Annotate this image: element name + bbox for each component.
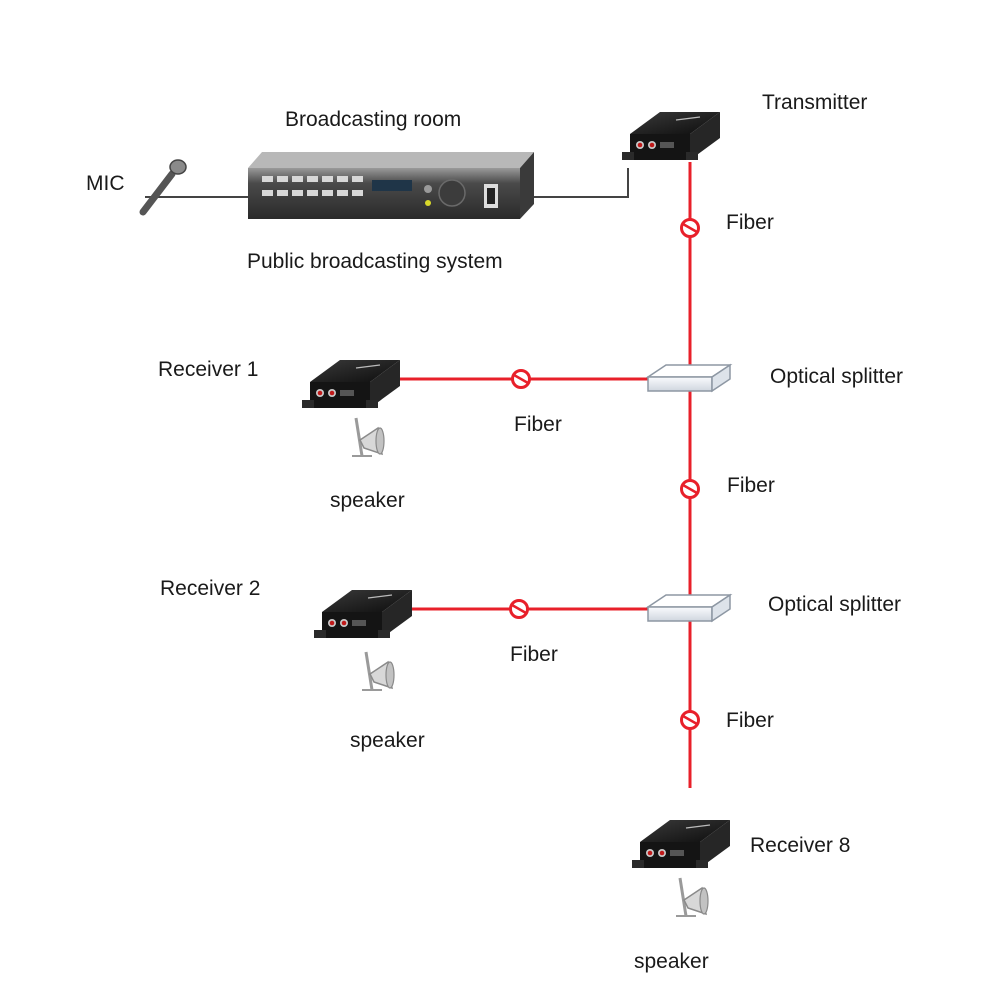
fiber-label-bottom: Fiber <box>726 709 774 732</box>
fiber-connector-icon <box>511 369 531 389</box>
speaker-2-label: speaker <box>350 729 425 752</box>
fiber-label-mid: Fiber <box>727 474 775 497</box>
optical-splitter-1-label: Optical splitter <box>770 365 903 388</box>
optical-splitter-icon <box>647 364 731 392</box>
broadcasting-room-label: Broadcasting room <box>285 108 461 131</box>
receiver-1-label: Receiver 1 <box>158 358 258 381</box>
audio-cable <box>520 168 629 198</box>
public-broadcasting-system-label: Public broadcasting system <box>247 250 503 273</box>
fiber-label-top: Fiber <box>726 211 774 234</box>
receiver-2-label: Receiver 2 <box>160 577 260 600</box>
receiver-2-device-icon <box>313 589 413 639</box>
speaker-1-label: speaker <box>330 489 405 512</box>
receiver-1-device-icon <box>301 359 401 409</box>
fiber-connector-icon <box>680 479 700 499</box>
receiver-8-device-icon <box>631 819 731 869</box>
speaker-8-label: speaker <box>634 950 709 973</box>
speaker-1-icon <box>350 416 386 458</box>
fiber-label-receiver-1: Fiber <box>514 413 562 436</box>
mic-label: MIC <box>86 172 125 195</box>
speaker-2-icon <box>360 650 396 692</box>
fiber-label-receiver-2: Fiber <box>510 643 558 666</box>
optical-splitter-icon <box>647 594 731 622</box>
microphone-icon <box>139 159 187 216</box>
transmitter-device-icon <box>621 111 721 161</box>
fiber-connector-icon <box>680 710 700 730</box>
broadcasting-system-icon <box>248 152 534 219</box>
fiber-connector-icon <box>509 599 529 619</box>
optical-splitter-2-label: Optical splitter <box>768 593 901 616</box>
receiver-8-label: Receiver 8 <box>750 834 850 857</box>
fiber-connector-icon <box>680 218 700 238</box>
speaker-8-icon <box>674 876 710 918</box>
transmitter-label: Transmitter <box>762 91 867 114</box>
